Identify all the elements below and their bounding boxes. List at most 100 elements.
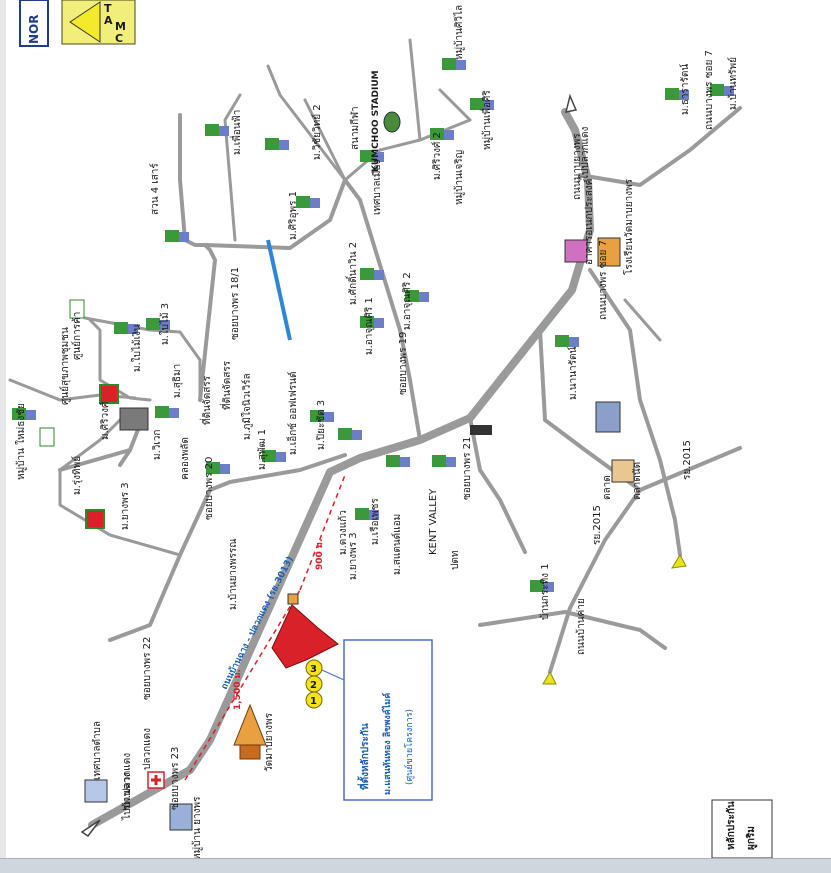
label-p50: ม.ศิริวงศ์ — [99, 401, 111, 440]
north-road-6 — [408, 38, 422, 142]
north-loop-road — [88, 318, 152, 402]
house-icon — [442, 58, 466, 70]
road-label-rd-2015: รย.2015 — [682, 440, 693, 480]
label-p51: ที่ดินจัดสรร — [219, 360, 233, 410]
inner-link — [58, 448, 132, 472]
house-icon — [310, 410, 334, 422]
marker-1-label: 1 — [310, 696, 317, 707]
label-p2: ศูนย์สุขภาพชุมชน — [59, 327, 71, 405]
label-p32: อาคารอเนกประสงค์ — [583, 179, 595, 265]
house-icon — [405, 290, 429, 302]
label-p13: ม.ศิริอุพร 1 — [288, 191, 299, 240]
north-road-4 — [303, 98, 347, 182]
label-p16: ม.อาจุณศิริ 2 — [402, 272, 413, 330]
label-p18: ม.เรือเพชร — [369, 498, 381, 545]
soi-22-road — [108, 553, 182, 642]
temple-icon — [233, 703, 267, 746]
road-label-soi-20: ซอยบางพร 20 — [204, 457, 215, 520]
house-icon — [470, 98, 494, 110]
label-p4: ม.ใบไม้ 3 — [159, 303, 171, 345]
house-icon — [205, 124, 229, 136]
label-p38: หมู่บ้านศิวิไล — [453, 5, 465, 60]
shopping-center-icon — [119, 407, 149, 431]
distance-label-1: 1,500 ม. — [233, 669, 243, 710]
location-callout: ที่ตั้งหลักประกัน ม.แสนทันทอง ลิขพงค์ไมค… — [321, 639, 433, 801]
road-label-soi-7: ถนนบางพร ซอย 7 — [704, 50, 715, 130]
seven-eleven-icon-1 — [69, 299, 85, 319]
side-label-line-1: หลักประกัน — [725, 801, 737, 850]
label-p10: ม.ยางพร 3 — [120, 482, 131, 530]
road-label-soi-21: ซอยบางพร 21 — [462, 437, 473, 500]
label-p47: หมู่บ้าน ยางพร — [191, 796, 203, 860]
house-icon — [146, 318, 170, 330]
label-p20: ม.เอ็กซ์ ออฟเฟรนด์ — [285, 371, 299, 455]
label-p49: ม.วิชัยวิทย์ 2 — [311, 104, 323, 160]
logo-letter-4: C — [115, 32, 123, 45]
house-icon — [296, 196, 320, 208]
rd-2015-south-road — [548, 488, 642, 674]
compass-logo: NOR T A M C — [19, 0, 136, 47]
road-label-rayong: ถนนมาบยางพร — [572, 133, 583, 200]
label-p24: ม.สแตนด์แอม — [391, 514, 403, 575]
house-icon — [360, 316, 384, 328]
house-icon — [262, 450, 286, 462]
house-icon — [555, 335, 579, 347]
meeting-hall-icon — [564, 239, 588, 263]
label-p12: ม.เพื่อนฟ้า — [229, 110, 243, 155]
kent-valley-sign-icon — [470, 425, 492, 435]
road-label-soi-22: ซอยบางพร 22 — [142, 637, 153, 700]
blue-road — [266, 239, 292, 341]
distance-line-1 — [184, 589, 301, 781]
label-p25: KENT VALLEY — [428, 488, 439, 555]
road-label-rd-2015-b: รย.2015 — [592, 505, 603, 545]
label-p48: ม.ศิริวงศ์ 2 — [431, 132, 443, 180]
arrow-west-icon — [80, 819, 101, 838]
scan-edge — [0, 0, 6, 873]
house-icon — [265, 138, 289, 150]
label-p6: ม.สุธิมา — [172, 364, 183, 398]
label-p7: ม.วิเวก — [152, 430, 163, 460]
label-p44: เทศบาลตำบล — [92, 721, 103, 780]
shop-icon-2 — [85, 509, 105, 529]
village-icons — [12, 58, 734, 592]
site-markers: 1 2 3 — [305, 659, 323, 709]
house-icon — [530, 580, 554, 592]
arrow-south-icon — [542, 670, 557, 685]
label-p17: ม.สุพัฒ 1 — [257, 429, 268, 470]
north-west-road — [178, 113, 207, 247]
soi-20-road — [178, 453, 347, 557]
road-label-soi-19: ซอยบางพร 19 — [398, 332, 409, 395]
label-p8: คลองพลัด — [180, 437, 191, 480]
house-icon — [430, 128, 454, 140]
house-icon — [386, 455, 410, 467]
marker-3-label: 3 — [310, 664, 317, 675]
viewer-bottom-strip — [0, 858, 831, 873]
label-p36: หมู่บ้านเพื่อศิริ — [479, 90, 493, 150]
label-p9: ที่ดินจัดสรร — [199, 375, 213, 425]
label-p21: ม.ปิยะชัต 3 — [316, 400, 327, 450]
house-icon — [165, 230, 189, 242]
shop-icon-1 — [99, 384, 119, 404]
school-icon — [597, 237, 621, 267]
hospital-building-icon — [84, 779, 108, 803]
road-label-to-rayong: ไปบ้านฉาง — [121, 772, 133, 821]
label-p29: บ้านกระทิง 1 — [539, 563, 551, 620]
main-road — [88, 108, 594, 829]
distance-line-2 — [299, 474, 346, 591]
north-road-2 — [223, 93, 242, 242]
east-spur — [623, 298, 662, 342]
label-p35: ม.บ้านทรัพย์ — [727, 57, 739, 110]
label-p5: ม.ใบไม้เงิน — [131, 324, 143, 372]
side-label-line-2: ผูกริม — [745, 826, 758, 850]
house-icon — [12, 408, 36, 420]
road-label-soi-23: ซอยบางพร 23 — [170, 747, 181, 810]
label-p40: KUMCHOO STADIUM — [371, 70, 381, 172]
road-label-to-pluak: ไปปลวกแดง — [579, 127, 591, 181]
label-p41: สนามกีฬา — [349, 106, 361, 150]
landmarks — [39, 111, 635, 831]
soi-19-road — [203, 178, 347, 250]
kent-road — [468, 416, 527, 554]
house-icon — [360, 150, 384, 162]
label-p1: หมู่บ้าน ใหม่ธงชัย — [15, 403, 27, 480]
